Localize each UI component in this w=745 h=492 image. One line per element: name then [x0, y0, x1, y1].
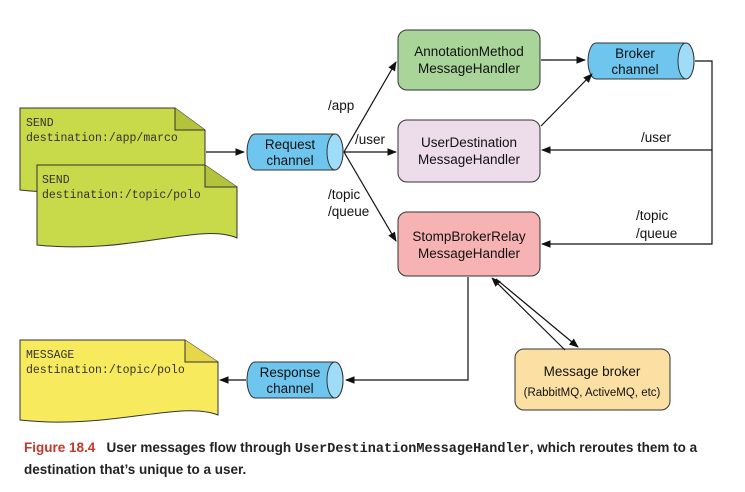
label-app: /app: [328, 98, 354, 113]
arrows: [206, 56, 713, 384]
request-channel-line2: channel: [266, 153, 313, 168]
request-channel-line1: Request: [265, 137, 316, 152]
label-queue-right: /queue: [636, 226, 677, 241]
relay-handler-line2: MessageHandler: [418, 246, 521, 261]
send-app-line2: destination:/app/marco: [26, 132, 178, 145]
broker-channel: Broker channel: [587, 42, 695, 80]
message-line1: MESSAGE: [26, 349, 74, 362]
relay-handler-line1: StompBrokerRelay: [412, 229, 526, 244]
response-channel: Response channel: [246, 361, 344, 399]
caption-code: UserDestinationMessageHandler: [294, 442, 530, 457]
request-channel: Request channel: [246, 133, 344, 171]
send-topic-line1: SEND: [42, 174, 70, 187]
user-destination-handler-line1: UserDestination: [421, 135, 517, 150]
arrow-user-destination-to-broker-channel: [540, 73, 593, 127]
annotation-handler-line1: AnnotationMethod: [414, 44, 524, 59]
message-note: MESSAGE destination:/topic/polo: [19, 339, 219, 423]
response-channel-line2: channel: [266, 381, 313, 396]
message-broker-line1: Message broker: [544, 364, 641, 379]
message-line2: destination:/topic/polo: [26, 364, 185, 377]
arrow-request-to-annotation: [343, 61, 397, 153]
label-topic-right: /topic: [636, 208, 669, 223]
label-user-left: /user: [355, 132, 386, 147]
annotation-handler-line2: MessageHandler: [418, 61, 521, 76]
send-app-line1: SEND: [26, 117, 54, 130]
label-topic-left: /topic: [328, 187, 361, 202]
send-topic-note: SEND destination:/topic/polo: [36, 164, 238, 248]
arrow-broker-channel-to-relay: [541, 150, 713, 248]
broker-channel-line2: channel: [611, 62, 658, 77]
user-destination-handler-line2: MessageHandler: [418, 152, 521, 167]
annotation-method-handler: AnnotationMethod MessageHandler: [397, 29, 541, 91]
arrow-relay-to-broker: [495, 278, 579, 348]
user-destination-handler: UserDestination MessageHandler: [397, 119, 541, 183]
flow-diagram: SEND destination:/app/marco SEND destina…: [19, 29, 713, 423]
message-broker: Message broker (RabbitMQ, ActiveMQ, etc): [514, 348, 671, 411]
response-channel-line1: Response: [260, 365, 321, 380]
broker-channel-line1: Broker: [615, 46, 655, 61]
label-queue-left: /queue: [328, 204, 369, 219]
figure-caption: Figure 18.4 User messages flow through U…: [24, 438, 724, 480]
figure-number: Figure 18.4: [24, 440, 96, 455]
caption-text-after: , which reroutes them to a destination t…: [24, 440, 698, 477]
arrow-relay-to-response: [345, 277, 469, 384]
stomp-broker-relay-handler: StompBrokerRelay MessageHandler: [397, 211, 541, 277]
arrow-broker-channel-to-user-destination: [541, 60, 713, 154]
send-topic-line2: destination:/topic/polo: [42, 189, 201, 202]
arrow-request-to-relay: [343, 151, 397, 242]
caption-text-before: User messages flow through: [106, 440, 295, 455]
message-broker-line2: (RabbitMQ, ActiveMQ, etc): [524, 387, 661, 399]
label-user-right: /user: [641, 130, 672, 145]
arrow-broker-to-relay: [491, 277, 566, 351]
